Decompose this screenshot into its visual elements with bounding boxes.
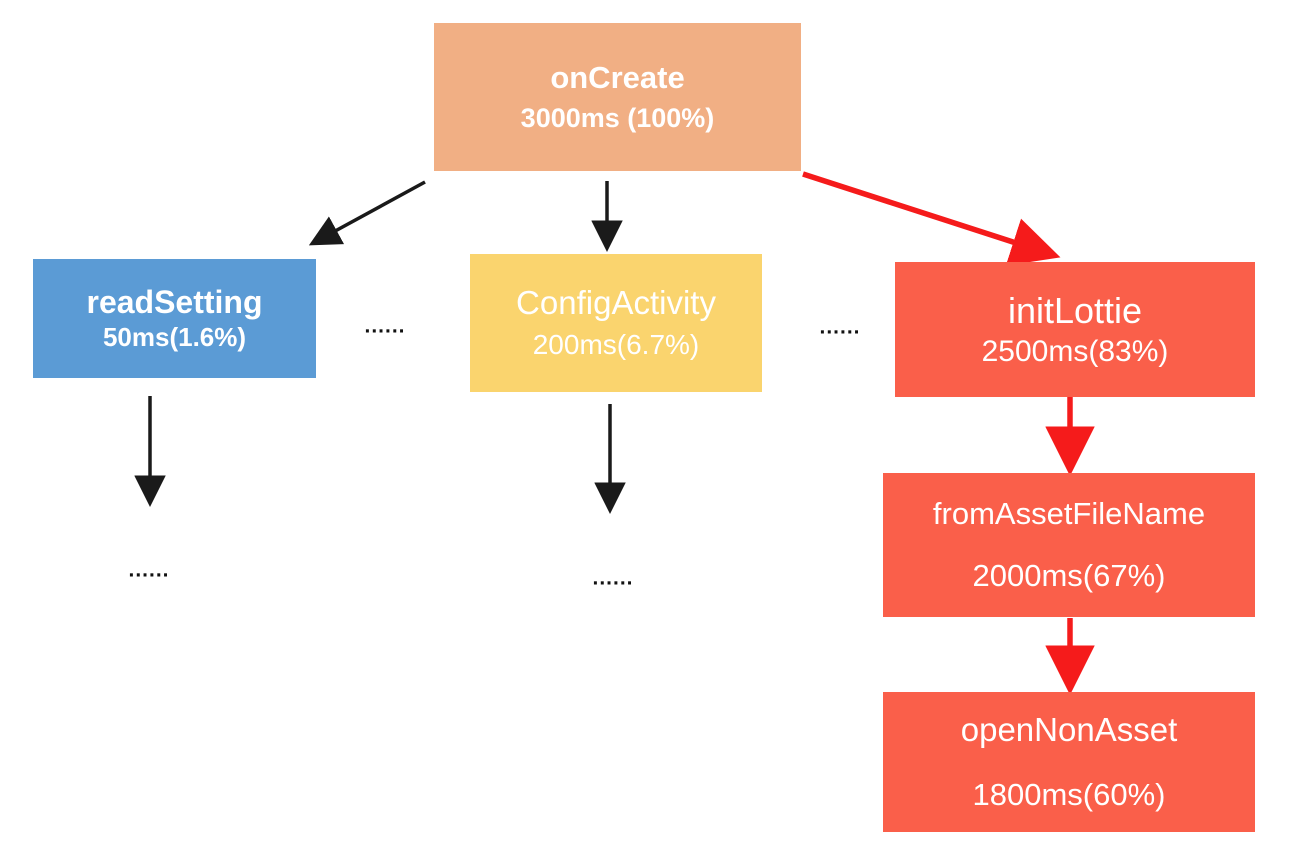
- ellipsis-readsetting-children: ......: [128, 558, 170, 582]
- node-initlottie-value: 2500ms(83%): [981, 334, 1169, 368]
- node-readsetting-label: readSetting: [86, 283, 263, 320]
- node-fromassetfilename-label: fromAssetFileName: [932, 496, 1206, 532]
- node-opennonasset-label: openNonAsset: [960, 711, 1178, 749]
- node-fromassetfilename-value: 2000ms(67%): [972, 558, 1166, 593]
- node-oncreate: onCreate 3000ms (100%): [434, 23, 801, 171]
- edge-oncreate-readsetting: [308, 180, 426, 246]
- node-configactivity: ConfigActivity 200ms(6.7%): [470, 254, 762, 392]
- node-fromassetfilename: fromAssetFileName 2000ms(67%): [883, 473, 1255, 617]
- node-opennonasset: openNonAsset 1800ms(60%): [883, 692, 1255, 832]
- node-initlottie: initLottie 2500ms(83%): [895, 262, 1255, 397]
- ellipsis-configactivity-children: ......: [592, 566, 634, 590]
- edge-oncreate-initlottie: [802, 171, 1061, 266]
- ellipsis-siblings-right: ......: [819, 315, 861, 339]
- ellipsis-siblings-left: ......: [364, 314, 406, 338]
- node-configactivity-value: 200ms(6.7%): [532, 329, 700, 361]
- node-configactivity-label: ConfigActivity: [516, 284, 716, 322]
- node-readsetting-value: 50ms(1.6%): [102, 322, 247, 353]
- node-oncreate-value: 3000ms (100%): [520, 102, 715, 133]
- node-initlottie-label: initLottie: [1007, 289, 1143, 331]
- node-readsetting: readSetting 50ms(1.6%): [33, 259, 316, 378]
- node-opennonasset-value: 1800ms(60%): [972, 777, 1166, 813]
- node-oncreate-label: onCreate: [550, 60, 685, 96]
